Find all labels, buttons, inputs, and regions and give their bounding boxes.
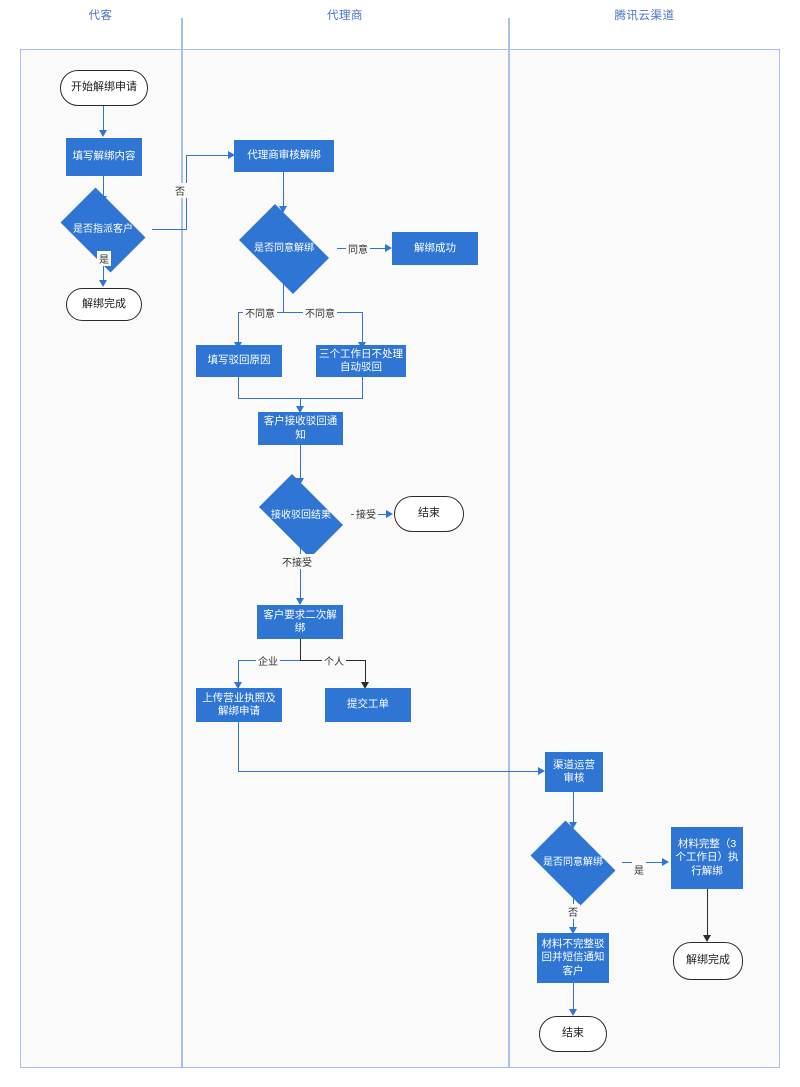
node-fill-unbind-content[interactable]: 填写解绑内容	[66, 138, 142, 176]
node-upload-license[interactable]: 上传营业执照及解绑申请	[196, 688, 282, 722]
edge-label-disagree-right: 不同意	[303, 305, 337, 320]
edge-disagree-stem	[283, 284, 285, 313]
node-end-middle[interactable]: 结束	[394, 496, 464, 532]
arrowhead-notaccept	[296, 598, 304, 605]
node-start-apply[interactable]: 开始解绑申请	[60, 70, 148, 106]
edge-reject-merge-stem	[300, 398, 302, 410]
lane-divider-1	[181, 18, 183, 1068]
edge-agentreview-to-agree	[283, 172, 285, 208]
edge-label-no-assign: 否	[173, 183, 187, 198]
edge-no-assign-h1	[152, 229, 187, 231]
edge-disagree-left-v	[238, 312, 240, 344]
node-assign-customer-decision-label: 是否指派客户	[73, 224, 133, 235]
edge-label-accept: 接受	[354, 506, 378, 521]
edge-no-assign-h2	[186, 155, 229, 157]
arrowhead-start-to-fill	[99, 130, 107, 137]
edge-label-enterprise: 企业	[256, 653, 280, 668]
node-submit-ticket[interactable]: 提交工单	[325, 688, 411, 722]
node-unbind-success[interactable]: 解绑成功	[392, 232, 478, 265]
edge-yes-assign-v	[103, 264, 105, 282]
node-channel-ops-review[interactable]: 渠道运营审核	[545, 752, 603, 792]
arrowhead-accept	[386, 510, 393, 518]
node-material-incomplete[interactable]: 材料不完整驳回并短信通知客户	[537, 933, 609, 983]
arrowhead-to-channel	[538, 767, 545, 775]
node-receive-reject-result[interactable]: 接收驳回结果	[250, 474, 352, 558]
node-customer-receive-reject[interactable]: 客户接收驳回通知	[258, 412, 343, 445]
edge-label-disagree-left: 不同意	[243, 305, 277, 320]
node-unbind-finished-right[interactable]: 解绑完成	[673, 942, 743, 980]
edge-receive-to-result	[300, 445, 302, 480]
arrowhead-no-assign	[228, 151, 235, 159]
edge-to-channel-v	[238, 722, 240, 772]
node-agree-unbind-decision-right-label: 是否同意解绑	[543, 857, 603, 868]
edge-start-to-fill	[103, 106, 105, 131]
edge-label-agree: 同意	[346, 241, 370, 256]
arrowhead-enterprise	[234, 682, 242, 689]
node-agree-unbind-decision[interactable]: 是否同意解绑	[230, 204, 338, 294]
edge-reject-right-down	[362, 377, 364, 399]
edge-enterprise-v	[238, 660, 240, 684]
edge-incomplete-to-end	[573, 983, 575, 1011]
node-fill-reject-reason[interactable]: 填写驳回原因	[196, 345, 282, 377]
node-material-complete[interactable]: 材料完整（3个工作日）执行解绑	[671, 827, 743, 889]
edge-label-no-right: 否	[566, 904, 580, 919]
arrowhead-material-to-finished	[703, 935, 711, 942]
edge-notaccept-v	[300, 548, 302, 600]
node-receive-reject-result-label: 接收驳回结果	[271, 510, 331, 521]
arrowhead-individual	[361, 682, 369, 689]
node-assign-customer-decision[interactable]: 是否指派客户	[53, 187, 153, 273]
edge-split-stem	[300, 639, 302, 661]
arrowhead-agree	[385, 244, 392, 252]
node-end-right[interactable]: 结束	[539, 1016, 607, 1052]
node-auto-reject-3days[interactable]: 三个工作日不处理自动驳回	[316, 345, 406, 377]
arrowhead-no-right	[569, 927, 577, 934]
lane-divider-2	[508, 18, 510, 1068]
node-agree-unbind-decision-label: 是否同意解绑	[254, 243, 314, 254]
node-agent-review[interactable]: 代理商审核解绑	[234, 140, 334, 172]
swimlane-header-row	[20, 18, 780, 50]
arrowhead-agentreview-to-agree	[279, 206, 287, 213]
swimlane-frame	[20, 18, 780, 1068]
node-agree-unbind-decision-right[interactable]: 是否同意解绑	[523, 820, 623, 906]
lane-header-tencent: 腾讯云渠道	[614, 10, 675, 22]
lane-header-agent: 代理商	[327, 10, 363, 22]
lane-header-customer: 代客	[88, 10, 113, 22]
arrowhead-incomplete-to-end	[569, 1009, 577, 1016]
edge-to-channel-h	[238, 771, 541, 773]
arrowhead-yes-right	[662, 858, 669, 866]
edge-label-yes-assign: 是	[97, 251, 111, 266]
node-unbind-finished-left[interactable]: 解绑完成	[66, 288, 142, 321]
arrowhead-yes-assign	[99, 280, 107, 287]
arrowhead-reject-merge	[296, 406, 304, 413]
edge-fill-to-assign	[103, 176, 105, 198]
edge-individual-v	[365, 660, 367, 684]
arrowhead-channel-to-decision	[569, 822, 577, 829]
edge-disagree-right-v	[362, 312, 364, 344]
edge-channel-to-decision	[573, 792, 575, 824]
edge-label-individual: 个人	[322, 653, 346, 668]
edge-label-yes-right: 是	[632, 862, 646, 877]
edge-label-not-accept: 不接受	[280, 554, 314, 569]
node-customer-request-second[interactable]: 客户要求二次解绑	[257, 605, 343, 639]
edge-reject-left-down	[238, 377, 240, 399]
edge-disagree-bus	[238, 312, 363, 314]
edge-material-to-finished	[707, 889, 709, 937]
